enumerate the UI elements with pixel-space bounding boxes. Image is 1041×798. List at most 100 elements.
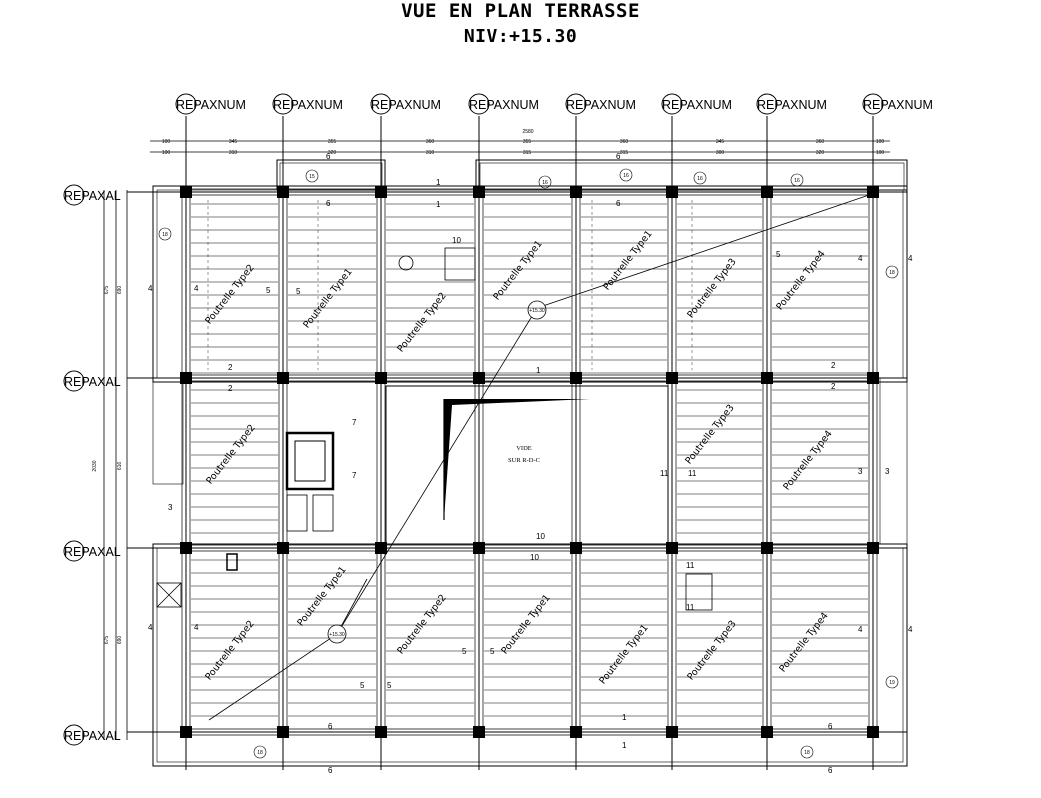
section-bubble-label-9: 18 <box>804 750 810 756</box>
section-mark-38: 10 <box>452 236 461 245</box>
void-label: VIDE <box>516 445 532 452</box>
dim-left-4: 616 <box>117 462 123 471</box>
axis-label-row-4: REPAXAL <box>64 729 121 743</box>
joist-label-4: Poutrelle Type1 <box>491 239 544 303</box>
section-mark-21: 5 <box>296 287 301 296</box>
joist-label-17: Poutrelle Type4 <box>777 611 830 675</box>
axis-label-col-2: REPAXNUM <box>273 98 343 112</box>
dim-top-2-8: 320 <box>816 150 825 156</box>
section-mark-10: 3 <box>168 503 173 512</box>
axis-label-col-5: REPAXNUM <box>566 98 636 112</box>
section-mark-2: 1 <box>436 200 441 209</box>
axis-bubble-row-4 <box>63 724 85 746</box>
section-bubble-7 <box>885 265 899 279</box>
section-mark-41: 11 <box>660 469 669 478</box>
axis-label-col-6: REPAXNUM <box>662 98 732 112</box>
section-mark-44: 11 <box>686 603 695 612</box>
section-mark-1: 1 <box>436 178 441 187</box>
section-mark-8: 2 <box>831 361 836 370</box>
dim-top-1-4: 360 <box>426 139 435 145</box>
axis-bubble-col-1 <box>175 93 197 115</box>
section-mark-40: 10 <box>530 553 539 562</box>
section-mark-11: 3 <box>885 467 890 476</box>
joist-label-6: Poutrelle Type3 <box>685 257 738 321</box>
level-marker-a: +15.30 <box>529 308 545 314</box>
section-bubble-label-10: 19 <box>889 680 895 686</box>
section-mark-43: 11 <box>686 561 695 570</box>
axis-bubble-col-8 <box>862 93 884 115</box>
joist-label-1: Poutrelle Type2 <box>203 263 256 327</box>
section-mark-4: 1 <box>622 713 627 722</box>
section-mark-30: 6 <box>616 152 621 161</box>
axis-label-col-1: REPAXNUM <box>176 98 246 112</box>
section-mark-23: 5 <box>776 250 781 259</box>
dim-top-1-5: 355 <box>523 139 532 145</box>
dim-top-1-8: 360 <box>816 139 825 145</box>
section-mark-12: 3 <box>858 467 863 476</box>
section-bubble-2 <box>538 175 552 189</box>
section-mark-42: 11 <box>688 469 697 478</box>
dim-top-1-6: 360 <box>620 139 629 145</box>
section-bubble-label-5: 16 <box>794 178 800 184</box>
section-bubble-4 <box>693 171 707 185</box>
section-bubble-6 <box>158 227 172 241</box>
section-bubble-label-3: 16 <box>623 173 629 179</box>
dim-top-2-6: 315 <box>620 150 629 156</box>
dim-top-1-2: 345 <box>229 139 238 145</box>
joist-label-16: Poutrelle Type3 <box>685 619 738 683</box>
section-bubble-label-8: 18 <box>257 750 263 756</box>
section-bubble-8 <box>253 745 267 759</box>
axis-label-row-3: REPAXAL <box>64 545 121 559</box>
section-mark-32: 6 <box>328 722 333 731</box>
joist-label-10: Poutrelle Type4 <box>781 429 834 493</box>
drawing-title: VUE EN PLAN TERRASSE <box>401 0 640 22</box>
void-sublabel: SUR R-D-C <box>508 457 540 464</box>
axis-label-row-2: REPAXAL <box>64 375 121 389</box>
dim-left-1: 675 <box>104 286 110 295</box>
dim-top-1-9: 100 <box>876 139 885 145</box>
joist-label-3: Poutrelle Type2 <box>395 291 448 355</box>
section-mark-14: 4 <box>194 284 199 293</box>
section-mark-20: 4 <box>908 625 913 634</box>
axis-bubble-col-4 <box>468 93 490 115</box>
axis-bubble-col-7 <box>756 93 778 115</box>
section-mark-6: 2 <box>228 363 233 372</box>
section-mark-24: 5 <box>360 681 365 690</box>
joist-label-13: Poutrelle Type2 <box>395 593 448 657</box>
section-bubble-5 <box>790 173 804 187</box>
section-bubble-label-7: 18 <box>889 270 895 276</box>
section-bubble-3 <box>619 168 633 182</box>
section-bubble-10 <box>885 675 899 689</box>
axis-bubble-col-5 <box>565 93 587 115</box>
section-mark-28: 6 <box>326 152 331 161</box>
section-mark-29: 6 <box>326 199 331 208</box>
axis-label-row-1: REPAXAL <box>64 189 121 203</box>
section-bubble-label-6: 18 <box>162 232 168 238</box>
joist-label-11: Poutrelle Type1 <box>295 565 348 629</box>
section-mark-15: 4 <box>858 254 863 263</box>
section-mark-37: 7 <box>352 471 357 480</box>
dim-left-6: 675 <box>104 636 110 645</box>
axis-bubble-row-2 <box>63 370 85 392</box>
dim-left-2: 690 <box>117 286 123 295</box>
dim-top-1-3: 355 <box>328 139 337 145</box>
dim-top-2-2: 310 <box>229 150 238 156</box>
section-mark-13: 4 <box>148 284 153 293</box>
section-bubble-1 <box>305 169 319 183</box>
joist-label-12: Poutrelle Type2 <box>203 619 256 683</box>
joist-label-9: Poutrelle Type3 <box>683 403 736 467</box>
section-mark-39: 10 <box>536 532 545 541</box>
section-mark-22: 5 <box>266 286 271 295</box>
dim-top-2-9: 100 <box>876 150 885 156</box>
section-bubble-label-1: 15 <box>309 174 315 180</box>
dim-top-2-5: 315 <box>523 150 532 156</box>
section-mark-26: 5 <box>462 647 467 656</box>
axis-label-col-7: REPAXNUM <box>757 98 827 112</box>
axis-bubble-col-3 <box>370 93 392 115</box>
dim-top-1-1: 100 <box>162 139 171 145</box>
drawing-level: NIV:+15.30 <box>463 26 578 47</box>
dim-left-3: 2030 <box>92 460 98 471</box>
joist-label-8: Poutrelle Type2 <box>204 423 257 487</box>
axis-label-col-4: REPAXNUM <box>469 98 539 112</box>
